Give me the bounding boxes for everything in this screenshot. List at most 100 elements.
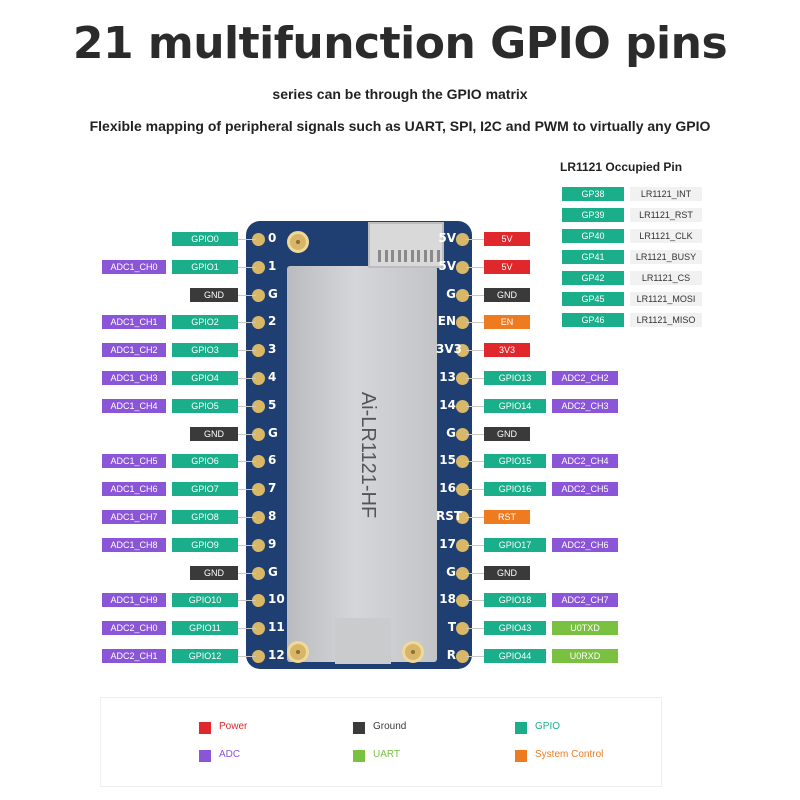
gpio-label: GPIO18 [484, 593, 546, 608]
pin-pad [456, 399, 469, 413]
gpio-label: GPIO14 [484, 398, 546, 413]
board-pin-number: T [447, 620, 456, 635]
connector-pin [404, 250, 407, 262]
leader-line [466, 266, 484, 268]
board-pin-number: G [268, 425, 278, 440]
board-pin-number: 5V [438, 258, 456, 273]
board-pin-number: G [268, 286, 278, 301]
adc-label: ADC2_CH2 [552, 371, 618, 385]
subtitle-flexible-mapping: Flexible mapping of peripheral signals s… [89, 118, 711, 134]
pin-pad [456, 372, 469, 385]
leader-line [238, 461, 256, 463]
gpio-label: GPIO8 [172, 510, 238, 524]
leader-line [238, 628, 256, 630]
leader-line [238, 600, 256, 602]
occupied-function-label: LR1121_RST [630, 208, 702, 222]
antenna-connector-icon [287, 641, 309, 663]
adc-label: ADC1_CH5 [102, 454, 166, 469]
board-pin-number: 6 [268, 453, 277, 468]
board-pin-number: G [446, 564, 456, 579]
gpio-label: GPIO13 [484, 371, 546, 385]
pin-pad [252, 622, 265, 636]
pin-pad [252, 566, 265, 580]
adc-label: ADC1_CH0 [102, 259, 166, 274]
gnd-label: GND [484, 565, 530, 580]
occupied-function-label: LR1121_INT [630, 187, 702, 201]
leader-line [238, 294, 256, 296]
leader-line [238, 517, 256, 518]
power-label: 5V [484, 259, 530, 274]
system-control-label: EN [484, 315, 530, 330]
board-pin-number: 2 [268, 314, 277, 329]
board-pin-number: 14 [439, 397, 456, 412]
board-pin-number: 8 [268, 509, 277, 523]
occupied-function-label: LR1121_CLK [630, 229, 702, 243]
adc-label: ADC2_CH0 [102, 621, 166, 636]
board-pin-number: R [446, 648, 456, 662]
occupied-gp-label: GP46 [562, 313, 624, 327]
leader-line [238, 433, 256, 435]
adc-label: ADC1_CH8 [102, 537, 166, 552]
pin-pad [252, 538, 265, 552]
leader-line [466, 656, 484, 657]
board-pin-number: 12 [268, 648, 285, 662]
pin-pad [252, 372, 265, 385]
gnd-label: GND [190, 565, 238, 580]
gnd-label: GND [484, 287, 530, 302]
board-pin-number: 10 [268, 592, 285, 607]
pin-pad [456, 288, 469, 302]
gpio-label: GPIO0 [172, 232, 238, 246]
connector-pin [423, 250, 427, 262]
board-pin-number: G [268, 564, 278, 579]
leader-line [466, 294, 484, 296]
leader-line [466, 489, 484, 491]
board-pin-number: 3 [268, 342, 277, 357]
leader-line [238, 572, 256, 574]
pin-pad [252, 316, 265, 330]
pin-pad [456, 455, 469, 469]
board-pin-number: 13 [439, 370, 456, 384]
gpio-label: GPIO7 [172, 482, 238, 497]
pin-pad [456, 316, 469, 330]
pin-pad [456, 594, 469, 608]
gpio-label: GPIO16 [484, 482, 546, 497]
leader-line [466, 239, 484, 240]
legend-label: Power [219, 721, 248, 732]
gpio-label: GPIO6 [172, 454, 238, 469]
board-pin-number: G [446, 286, 456, 301]
leader-line [238, 322, 256, 324]
leader-line [238, 350, 256, 352]
board-pin-number: 15 [439, 453, 456, 468]
gpio-label: GPIO43 [484, 621, 546, 636]
occupied-gp-label: GP40 [562, 229, 624, 243]
occupied-gp-label: GP38 [562, 187, 624, 201]
rf-module [287, 266, 437, 662]
gpio-label: GPIO9 [172, 537, 238, 552]
leader-line [238, 544, 256, 546]
legend-swatch [515, 750, 527, 762]
legend-swatch [353, 722, 365, 734]
pin-pad [456, 260, 469, 274]
leader-line [466, 433, 484, 435]
rf-module-tab [335, 618, 391, 664]
leader-line [238, 405, 256, 407]
board-pin-number: 3V3 [436, 342, 462, 357]
pin-pad [456, 483, 469, 497]
occupied-gp-label: GP39 [562, 208, 624, 222]
uart-label: U0RXD [552, 649, 618, 663]
board-pin-number: 0 [268, 231, 277, 245]
adc-label: ADC1_CH1 [102, 315, 166, 330]
pin-pad [456, 650, 469, 663]
board-pin-number: 18 [439, 592, 456, 607]
system-control-label: RST [484, 510, 530, 524]
leader-line [238, 489, 256, 491]
pin-pad [252, 288, 265, 302]
gpio-label: GPIO11 [172, 621, 238, 636]
leader-line [466, 544, 484, 546]
occupied-gp-label: GP42 [562, 271, 624, 285]
gpio-label: GPIO2 [172, 315, 238, 330]
gpio-label: GPIO5 [172, 398, 238, 413]
pin-pad [252, 427, 265, 441]
leader-line [466, 600, 484, 602]
